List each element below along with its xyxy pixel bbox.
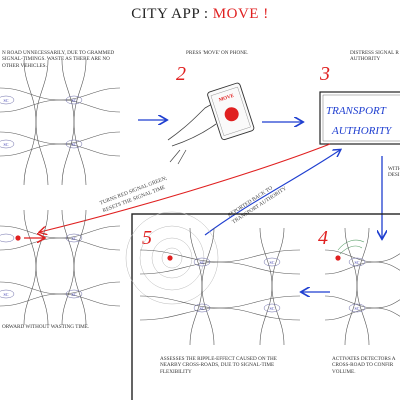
caption-step-2: PRESS 'MOVE' ON PHONE. (186, 50, 249, 56)
title-main: CITY APP : (131, 6, 213, 22)
caption-step-3: DISTRESS SIGNAL R AUTHORITY (350, 50, 399, 63)
junction-label: SC (200, 260, 205, 265)
junctions-result: SC SC SC (0, 233, 83, 299)
page-title: CITY APP : MOVE ! (0, 6, 400, 23)
road-grid-step5 (139, 227, 301, 346)
caption-step-5: ASSESSES THE RIPPLE-EFFECT CAUSED ON THE… (160, 356, 277, 375)
road-grid-panel-1 (0, 59, 121, 186)
phone-move-label: MOVE (218, 94, 235, 104)
junction-label: SC (270, 306, 275, 311)
vehicle-dot-step5 (167, 255, 173, 261)
junction-label: SC (72, 98, 77, 103)
junction-label: SC (4, 142, 9, 147)
junction-label: SC (72, 142, 77, 147)
ripple-rings (125, 211, 219, 305)
step-number-3: 3 (319, 63, 330, 85)
junction-label: SC (355, 260, 360, 265)
authority-line-1: TRANSPORT (326, 105, 387, 117)
junctions-step5: SC SC SC SC (193, 257, 281, 313)
junction-label: SC (72, 236, 77, 241)
authority-line-2: AUTHORITY (331, 125, 393, 137)
road-grid-step4 (324, 227, 400, 346)
arrow-step5-to-authority (204, 150, 340, 236)
caption-with-design: WITH DESI (388, 166, 400, 179)
caption-result: ORWARD WITHOUT WASTING TIME. (2, 324, 90, 330)
junction-label: SC (200, 306, 205, 311)
vehicle-dot-step4 (335, 255, 341, 261)
arrow-authority-to-grid (40, 143, 331, 232)
step-number-4: 4 (318, 227, 328, 249)
junction-label: SC (72, 292, 77, 297)
junction-label: SC (4, 292, 9, 297)
title-accent: MOVE ! (212, 6, 269, 22)
road-grid-result (0, 209, 121, 326)
junctions-panel-1: SC SC SC SC (0, 95, 83, 149)
junction-label: SC (270, 260, 275, 265)
blue-arrow-label: REPORTED BACK TO TRANSPORT AUTHORITY (227, 185, 288, 225)
junctions-step4: SC SC (348, 257, 366, 313)
vehicle-dot (15, 235, 21, 241)
junction-label: SC (4, 98, 9, 103)
junction-label: SC (355, 306, 360, 311)
move-button-dot (224, 107, 239, 122)
red-arrow-label: TURNS RED SIGNAL GREEN; RESETS THE SIGNA… (99, 175, 168, 214)
transport-authority-box: TRANSPORT AUTHORITY (319, 91, 400, 145)
step-number-2: 2 (176, 63, 186, 85)
caption-step-1: N ROAD UNNECESSARILY, DUE TO GRAMMED SIG… (2, 50, 115, 69)
hand-phone-illustration: MOVE (167, 82, 255, 165)
detector-marks (337, 239, 365, 255)
caption-step-4: ACTIVATES DETECTORS A CROSS-ROAD TO CONF… (332, 356, 396, 375)
phone: MOVE (207, 82, 255, 141)
